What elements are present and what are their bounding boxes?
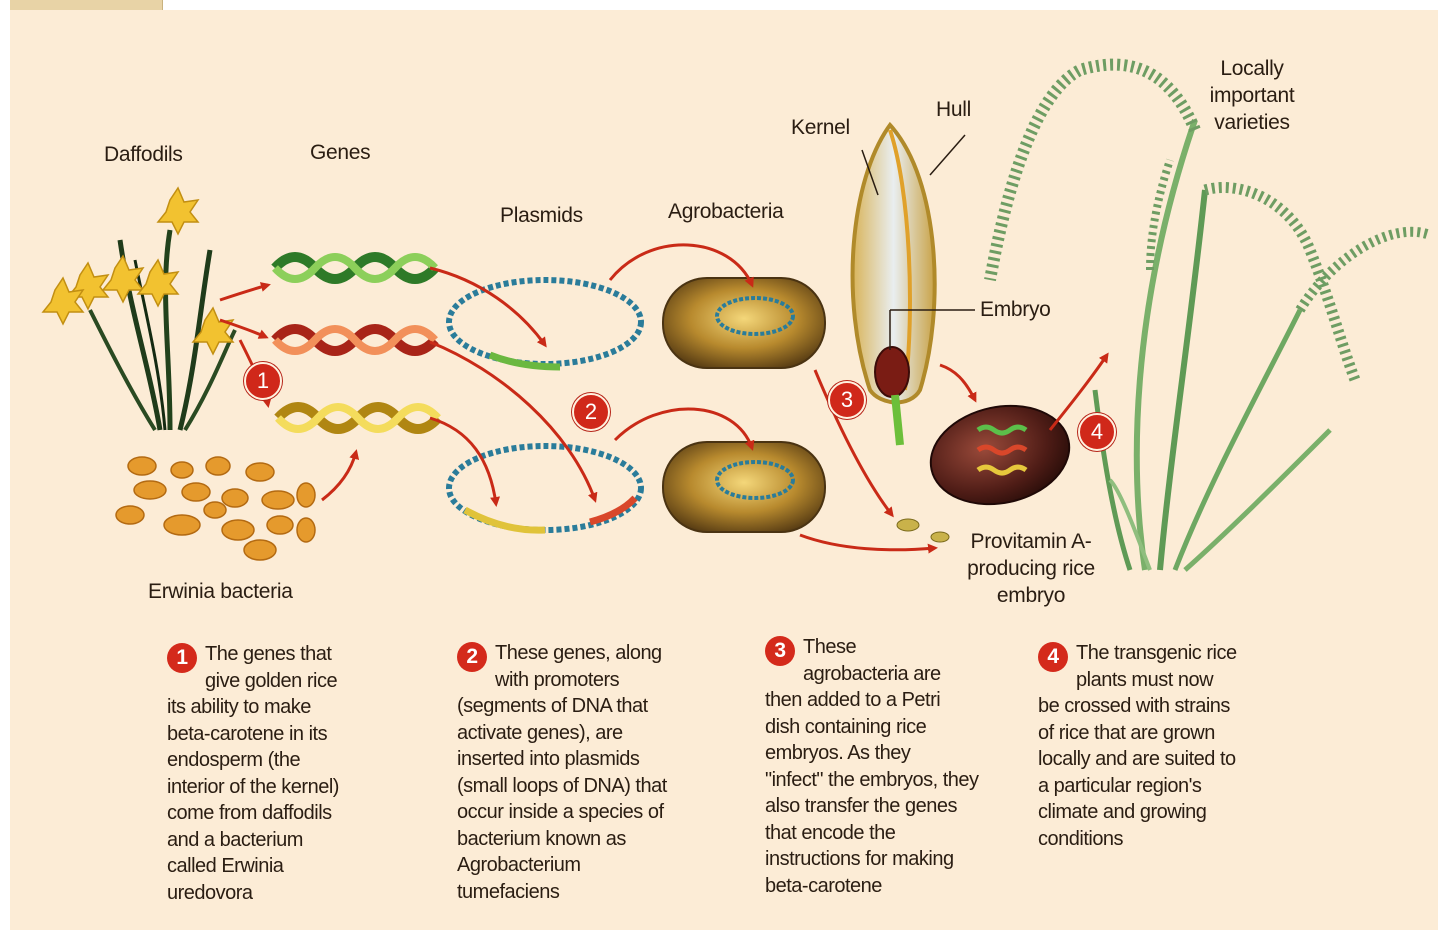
- label-plasmids: Plasmids: [500, 202, 583, 229]
- label-daffodils: Daffodils: [104, 141, 183, 168]
- rice-plants-illustration: [990, 65, 1430, 570]
- diagram-step-2-badge: 2: [572, 393, 610, 431]
- gene-green-dna: [275, 257, 435, 279]
- label-locally-important-varieties: Locally important varieties: [1188, 55, 1316, 136]
- label-hull: Hull: [936, 96, 971, 123]
- gene-red-dna: [275, 329, 435, 351]
- diagram-step-3-badge: 3: [828, 381, 866, 419]
- label-kernel: Kernel: [791, 114, 850, 141]
- plasmid-top: [449, 280, 641, 367]
- daffodils-illustration: [43, 188, 235, 430]
- step-3-number: 3: [765, 636, 795, 666]
- gene-yellow-dna: [278, 407, 438, 429]
- step-4-number: 4: [1038, 642, 1068, 672]
- diagram-step-1-badge: 1: [244, 362, 282, 400]
- step-2-number: 2: [457, 642, 487, 672]
- label-provitamin-embryo: Provitamin A- producing rice embryo: [957, 528, 1105, 609]
- label-genes: Genes: [310, 139, 370, 166]
- source-arrows: [220, 285, 356, 500]
- label-erwinia-bacteria: Erwinia bacteria: [148, 578, 293, 605]
- corner-tab: [10, 0, 163, 10]
- diagram-step-4-badge: 4: [1078, 413, 1116, 451]
- label-embryo: Embryo: [980, 296, 1051, 323]
- transgenic-embryo-illustration: [922, 393, 1079, 516]
- label-agrobacteria: Agrobacteria: [668, 198, 783, 225]
- small-rice-embryos: [897, 519, 949, 542]
- agrobacteria-bottom: [663, 442, 825, 532]
- step-1-number: 1: [167, 643, 197, 673]
- rice-kernel-illustration: [853, 125, 975, 445]
- diagram-panel: Daffodils Genes Plasmids Agrobacteria Ke…: [10, 10, 1438, 930]
- agrobacteria-top: [663, 278, 825, 368]
- erwinia-bacteria-illustration: [116, 457, 315, 560]
- plasmid-bottom: [449, 446, 641, 530]
